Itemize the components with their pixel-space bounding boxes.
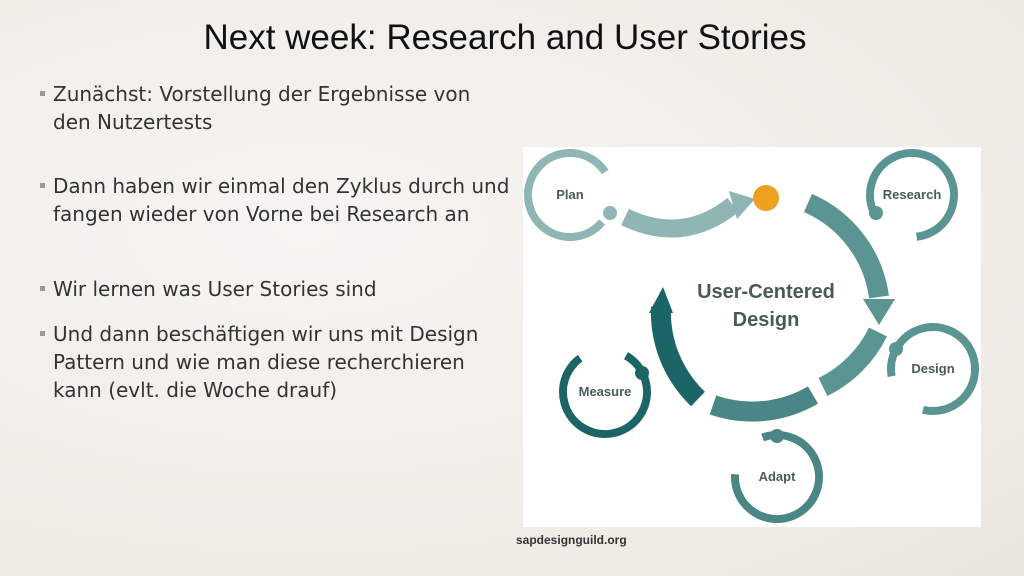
cycle-arrow-plan	[621, 197, 739, 238]
cycle-arrowhead	[863, 299, 895, 325]
bullet-marker	[40, 183, 45, 188]
cycle-arrow-research	[803, 193, 889, 299]
stage-measure: Measure	[559, 346, 651, 438]
diagram-center-title: User-Centered	[697, 281, 835, 303]
bullet-marker	[40, 331, 45, 336]
bullet-item: Zunächst: Vorstellung der Ergebnisse von…	[40, 80, 510, 136]
cycle-arrow-measure	[650, 306, 706, 407]
cycle-diagram-svg: Plan Research Design Adapt Measure User-…	[524, 149, 979, 523]
bullet-item: Wir lernen was User Stories sind	[40, 275, 510, 303]
user-centered-design-diagram: Plan Research Design Adapt Measure User-…	[523, 147, 981, 527]
stage-label: Measure	[579, 384, 632, 399]
accent-dot	[753, 185, 779, 211]
bullet-text: Wir lernen was User Stories sind	[53, 277, 377, 301]
cycle-arrowhead	[649, 287, 673, 313]
slide-title: Next week: Research and User Stories	[203, 18, 807, 57]
bullet-text: Dann haben wir einmal den Zyklus durch u…	[53, 174, 510, 226]
cycle-arrow-adapt	[709, 386, 819, 422]
stage-plan: Plan	[524, 149, 617, 241]
cycle-arrowhead	[729, 191, 755, 219]
bullet-marker	[40, 91, 45, 96]
stage-adapt: Adapt	[731, 429, 823, 523]
source-credit: sapdesignguild.org	[516, 533, 627, 547]
bullet-item: Und dann beschäftigen wir uns mit Design…	[40, 320, 510, 404]
bullet-text: Zunächst: Vorstellung der Ergebnisse von…	[53, 82, 471, 134]
stage-label: Adapt	[759, 469, 797, 484]
stage-label: Research	[883, 187, 942, 202]
bullet-text: Und dann beschäftigen wir uns mit Design…	[53, 322, 479, 402]
diagram-center-subtitle: Design	[733, 309, 800, 331]
bullet-marker	[40, 286, 45, 291]
stage-label: Plan	[556, 187, 584, 202]
stage-design: Design	[887, 322, 979, 415]
cycle-arrow-design	[818, 327, 887, 396]
stage-research: Research	[866, 149, 958, 241]
stage-label: Design	[911, 361, 954, 376]
bullet-item: Dann haben wir einmal den Zyklus durch u…	[40, 172, 510, 228]
